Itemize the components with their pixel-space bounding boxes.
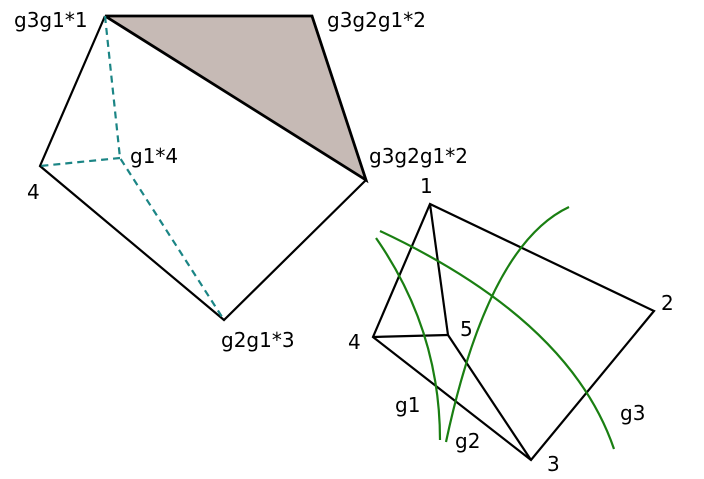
label-vertex-5: 5 — [460, 317, 473, 341]
label-g2g1-3: g2g1*3 — [221, 328, 295, 352]
left-pentagon-edges — [38, 15, 367, 322]
label-vertex-1: 1 — [420, 174, 433, 198]
label-curve-g2: g2 — [455, 429, 480, 453]
label-vertex-3: 3 — [547, 452, 560, 476]
label-vertex-4-right: 4 — [348, 330, 361, 354]
right-figure: 1 2 3 4 5 g1 g2 g3 — [348, 174, 674, 476]
label-curve-g1: g1 — [395, 393, 420, 417]
shaded-face-boundary — [104, 14, 369, 184]
label-vertex-2: 2 — [661, 291, 674, 315]
label-vertex-4-left: 4 — [27, 180, 40, 204]
edge-5-3 — [447, 334, 532, 461]
dashed-hidden-edge-left — [39, 156, 121, 168]
curve-g3 — [379, 230, 616, 450]
curve-g2 — [444, 206, 570, 443]
label-g3g1-1: g3g1*1 — [14, 8, 88, 32]
label-curve-g3: g3 — [620, 401, 645, 425]
edge-1-5 — [428, 203, 450, 336]
left-figure: g3g1*1 g3g2g1*2 g3g2g1*2 4 g1*4 g2g1*3 — [14, 8, 468, 352]
label-g1-4: g1*4 — [130, 144, 178, 168]
curve-g1 — [375, 237, 442, 441]
label-g3g2g1-2-right: g3g2g1*2 — [369, 144, 468, 168]
label-g3g2g1-2-top: g3g2g1*2 — [327, 8, 426, 32]
right-polygon-outline — [371, 202, 656, 462]
edge-4-5 — [372, 333, 449, 339]
